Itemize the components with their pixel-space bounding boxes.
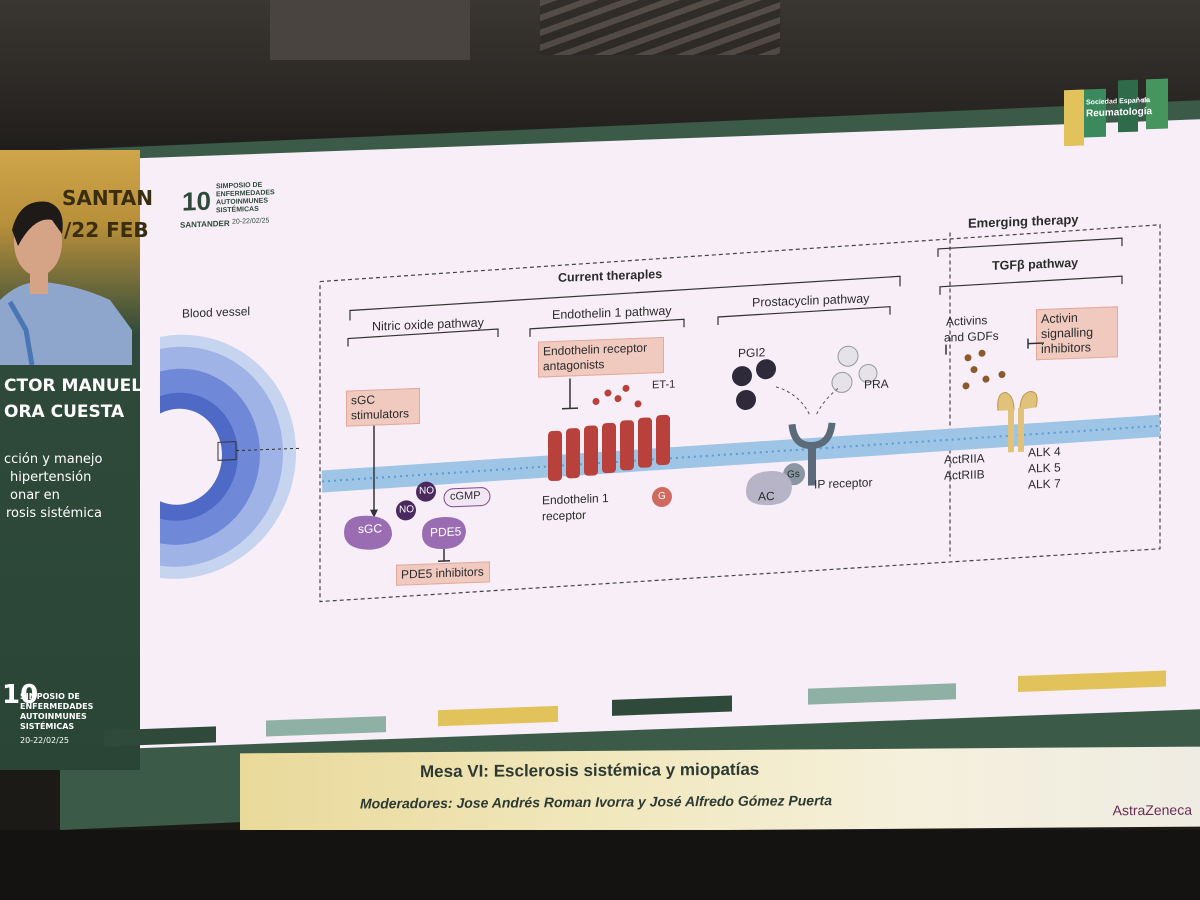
ceiling-panel	[270, 0, 470, 60]
no-label-2: NO	[419, 485, 434, 497]
alk7-label: ALK 7	[1028, 476, 1061, 492]
ser-logo-mark	[1064, 78, 1168, 147]
alk4-label: ALK 4	[1028, 444, 1061, 460]
prostacyclin-shapes	[732, 345, 878, 506]
gs-label: Gs	[787, 468, 800, 481]
side-city: SANTAN	[62, 186, 153, 210]
bottom-banner: Mesa VI: Esclerosis sistémica y miopatía…	[240, 746, 1200, 834]
ser-logo: Sociedad Española de Reumatología	[1062, 78, 1177, 147]
talk-line-3: onar en	[10, 488, 60, 503]
banner-moderators: Moderadores: Jose Andrés Roman Ivorra y …	[360, 792, 832, 812]
side-logo-1: SIMPOSIO DE	[20, 692, 80, 701]
actriia-label: ActRIIA	[944, 451, 985, 467]
blood-vessel-illustration	[160, 334, 300, 579]
ser-line-2: de	[1142, 97, 1150, 105]
activins-line-1: Activins	[946, 313, 988, 329]
speaker-photo	[0, 201, 132, 365]
era-box: Endothelin receptor antagonists	[538, 336, 664, 378]
sponsor-logo: AstraZeneca	[1112, 801, 1192, 819]
side-logo-number: 10	[2, 680, 39, 710]
speaker-name-1: CTOR MANUEL	[4, 376, 143, 396]
ip-receptor-label: IP receptor	[814, 475, 873, 492]
side-logo-dates: 20-22/02/25	[20, 736, 69, 745]
side-logo-2: ENFERMEDADES	[20, 702, 94, 711]
side-dates: /22 FEB	[64, 218, 149, 242]
endothelin-receptor-line-2: receptor	[542, 507, 587, 524]
pra-label: PRA	[864, 376, 889, 392]
talk-line-4: rosis sistémica	[6, 506, 102, 521]
pde5-label: PDE5	[430, 524, 462, 540]
ac-label: AC	[758, 488, 775, 504]
endothelin-receptor-line-1: Endothelin 1	[542, 490, 609, 508]
sgc-stimulators-line-2: stimulators	[351, 406, 410, 423]
side-logo-4: SISTÉMICAS	[20, 722, 75, 731]
banner-title: Mesa VI: Esclerosis sistémica y miopatía…	[420, 759, 760, 782]
g-protein-label: G	[658, 490, 666, 503]
alk5-label: ALK 5	[1028, 460, 1061, 476]
endothelin-receptor-shapes	[548, 378, 672, 508]
sgc-label: sGC	[358, 521, 382, 537]
no-label-1: NO	[399, 504, 414, 516]
era-line-2: antagonists	[543, 357, 605, 374]
tgfb-receptor-shapes	[945, 338, 1044, 453]
ceiling-slats	[540, 0, 780, 55]
pde5-inhibitors-box: PDE5 inhibitors	[396, 561, 490, 586]
et1-label: ET-1	[652, 378, 676, 392]
nitric-oxide-shapes	[344, 425, 491, 562]
actriib-label: ActRIIB	[944, 467, 985, 483]
talk-line-2: hipertensión	[10, 470, 92, 485]
side-logo-3: AUTOINMUNES	[20, 712, 87, 721]
cgmp-label: cGMP	[450, 489, 481, 503]
floor	[0, 830, 1200, 900]
speaker-name-2: ORA CUESTA	[4, 402, 125, 422]
sgc-stimulators-box: sGC stimulators	[346, 387, 420, 427]
talk-line-1: cción y manejo	[4, 452, 103, 467]
slide: 10 SIMPOSIO DE ENFERMEDADES AUTOINMUNES …	[90, 78, 1200, 750]
